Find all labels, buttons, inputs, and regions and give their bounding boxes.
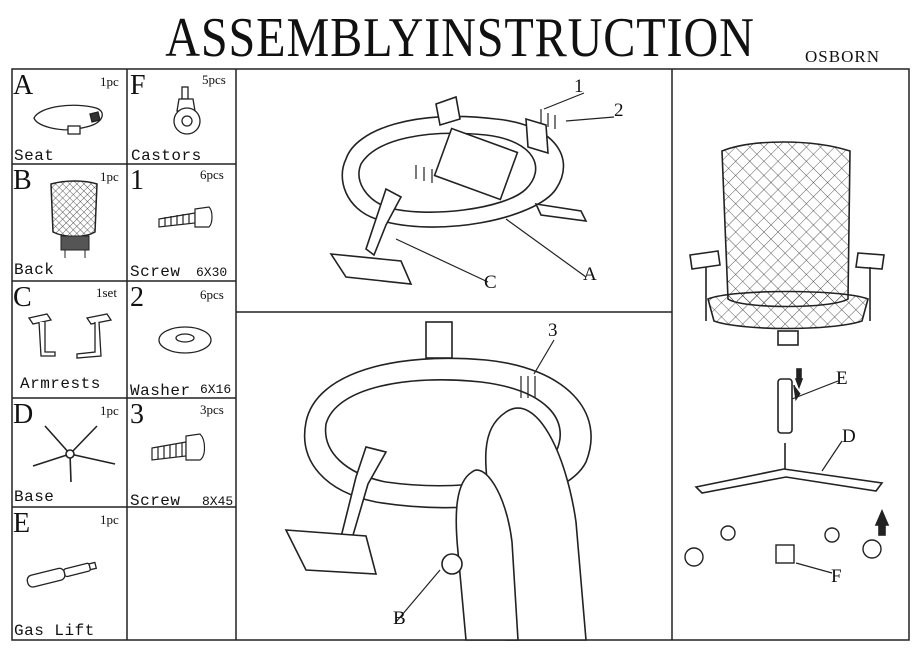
callout-label: 3 — [548, 320, 558, 341]
callout-label: 2 — [614, 100, 624, 121]
back-icon — [50, 180, 98, 258]
base-icon — [32, 425, 116, 483]
part-name: Back — [14, 261, 55, 279]
part-name: Gas Lift — [14, 622, 95, 640]
part-name: Armrests — [20, 375, 101, 393]
callout-label: E — [836, 368, 848, 389]
part-name: Screw — [130, 263, 181, 281]
part-letter: D — [13, 399, 34, 430]
part-spec: 6X16 — [200, 382, 232, 397]
part-letter: A — [13, 70, 34, 101]
chair-exploded-diagram — [684, 141, 890, 574]
part-letter: C — [13, 282, 32, 313]
page-title: ASSEMBLYINSTRUCTION — [165, 7, 755, 69]
part-qty: 1set — [96, 285, 117, 300]
callout-label: A — [583, 264, 597, 285]
castor-icon — [173, 86, 201, 135]
screw-icon — [158, 206, 213, 228]
back-attach-diagram — [284, 321, 592, 641]
part-letter: 1 — [130, 165, 144, 196]
part-name: Castors — [131, 147, 202, 165]
callout-label: F — [831, 566, 842, 587]
callout-label: D — [842, 426, 856, 447]
part-letter: 2 — [130, 282, 144, 313]
part-qty: 1pc — [100, 403, 119, 418]
callout-label: 1 — [574, 76, 584, 97]
gas-lift-icon — [26, 561, 98, 588]
callout-label: B — [393, 608, 406, 629]
part-letter: 3 — [130, 399, 144, 430]
part-letter: F — [130, 70, 146, 101]
screw-icon — [151, 433, 206, 461]
callout-label: C — [484, 272, 497, 293]
part-qty: 6pcs — [200, 287, 224, 302]
part-qty: 1pc — [100, 512, 119, 527]
part-qty: 1pc — [100, 74, 119, 89]
washer-icon — [158, 326, 212, 354]
seat-icon — [33, 104, 103, 135]
part-qty: 6pcs — [200, 167, 224, 182]
part-name: Screw — [130, 492, 181, 510]
part-spec: 8X45 — [202, 494, 234, 509]
seat-armrest-diagram — [329, 92, 615, 285]
part-name: Washer — [130, 382, 191, 400]
part-spec: 6X30 — [196, 265, 228, 280]
part-name: Seat — [14, 147, 55, 165]
part-letter: E — [13, 508, 31, 539]
armrests-icon — [27, 313, 113, 359]
brand-name: OSBORN — [805, 47, 880, 66]
part-qty: 3pcs — [200, 402, 224, 417]
part-qty: 5pcs — [202, 72, 226, 87]
part-name: Base — [14, 488, 55, 506]
part-qty: 1pc — [100, 169, 119, 184]
part-letter: B — [13, 165, 32, 196]
